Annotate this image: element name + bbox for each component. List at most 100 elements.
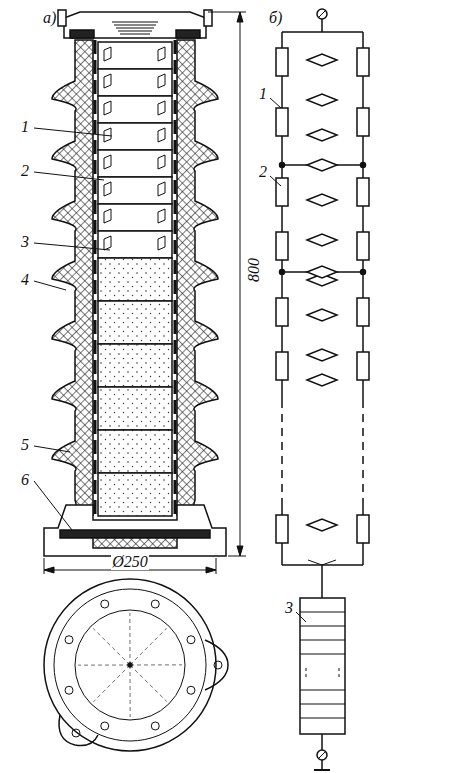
resistor-symbol: [276, 232, 288, 260]
gap-element: [104, 236, 111, 250]
extension-line: [228, 556, 246, 557]
bolt-hole: [187, 686, 195, 694]
view-label: а): [42, 10, 57, 26]
junction-dot: [361, 270, 366, 275]
terminal-mark: [319, 752, 325, 758]
leader-line: [34, 281, 66, 290]
terminal: [317, 9, 327, 19]
gap-element: [158, 47, 165, 61]
wire: [282, 31, 363, 33]
wire: [362, 32, 364, 400]
gap-element: [158, 101, 165, 115]
wire: [362, 400, 364, 505]
dimension-arrow: [237, 12, 243, 556]
spark-gap-unit: [98, 123, 172, 150]
dimension-label: Ø250: [111, 554, 149, 570]
center-line: [130, 665, 167, 702]
leader-line: [34, 172, 104, 180]
spark-gap-symbol: [307, 194, 337, 206]
bolt-hole: [72, 729, 80, 737]
bolt-hole: [101, 722, 109, 730]
resistor-disc: [98, 258, 172, 301]
gap-element: [158, 209, 165, 223]
callout-number: 1: [258, 86, 268, 102]
callout-number: 3: [284, 600, 294, 616]
resistor-symbol: [276, 352, 288, 380]
spring-coil: [112, 22, 158, 23]
leader-line: [34, 243, 110, 250]
disc-divider: [300, 639, 345, 640]
resistor-stack: [300, 598, 345, 734]
gap-element: [104, 74, 111, 88]
spark-gap-symbol: [307, 349, 337, 361]
top-cap: [64, 12, 206, 38]
inner-tube: [94, 40, 97, 520]
resistor-disc: [98, 430, 172, 473]
center-line: [130, 628, 167, 665]
resistor-symbol: [276, 298, 288, 326]
inner-tube: [174, 40, 177, 520]
spark-gap-symbol: [308, 560, 336, 565]
gap-element: [158, 236, 165, 250]
callout-number: 2: [20, 163, 30, 179]
spring-coil: [120, 34, 150, 35]
bolt-hole: [101, 600, 109, 608]
leader-line: [34, 128, 112, 136]
flange-lug: [59, 640, 228, 746]
resistor-symbol: [357, 298, 369, 326]
center-line: [78, 665, 130, 666]
spark-gap-symbol: [307, 519, 337, 531]
resistor-symbol: [357, 352, 369, 380]
spark-gap-symbol: [307, 129, 337, 141]
cap-seal: [70, 30, 94, 38]
base-plate-outline: [75, 610, 185, 720]
resistor-symbol: [357, 108, 369, 136]
disc-divider: [300, 653, 345, 654]
gap-element: [104, 209, 111, 223]
gap-element: [158, 128, 165, 142]
disc-divider: [300, 703, 345, 704]
spark-gap-symbol: [307, 94, 337, 106]
spark-gap-unit: [98, 177, 172, 204]
center-line: [93, 665, 130, 702]
resistor-disc: [98, 387, 172, 430]
wire: [321, 565, 323, 598]
junction-dot: [280, 270, 285, 275]
spark-gap-symbol: [307, 374, 337, 386]
spark-gap-symbol: [307, 309, 337, 321]
wire: [281, 32, 283, 400]
resistor-disc: [98, 344, 172, 387]
spark-gap-symbol: [307, 266, 337, 278]
ground-symbol: [314, 769, 330, 771]
resistor-symbol: [357, 515, 369, 543]
callout-number: 6: [20, 472, 30, 488]
resistor-symbol: [276, 178, 288, 206]
spring-coil: [118, 31, 152, 32]
spark-gap-symbol: [307, 159, 337, 171]
leader-line: [296, 612, 306, 622]
callout-number: 5: [20, 437, 30, 453]
leader-line: [270, 176, 281, 186]
view-label: б): [268, 10, 283, 26]
resistor-symbol: [276, 108, 288, 136]
spark-gap-unit: [98, 231, 172, 258]
junction-dot: [361, 163, 366, 168]
flange-outline: [44, 579, 216, 751]
center-line: [93, 628, 130, 665]
junction-dot: [280, 163, 285, 168]
resistor-symbol: [276, 515, 288, 543]
gap-element: [104, 182, 111, 196]
base-plate: [93, 538, 177, 548]
base-seal: [60, 530, 210, 538]
bolt-hole: [151, 722, 159, 730]
resistor-disc: [98, 473, 172, 516]
leader-line: [34, 481, 72, 530]
resistor-disc: [98, 301, 172, 344]
porcelain-housing: [177, 40, 218, 515]
gap-mark: [339, 668, 340, 680]
disc-divider: [300, 717, 345, 718]
disc-divider: [300, 611, 345, 612]
bolt-hole: [65, 636, 73, 644]
bolt-hole: [187, 636, 195, 644]
